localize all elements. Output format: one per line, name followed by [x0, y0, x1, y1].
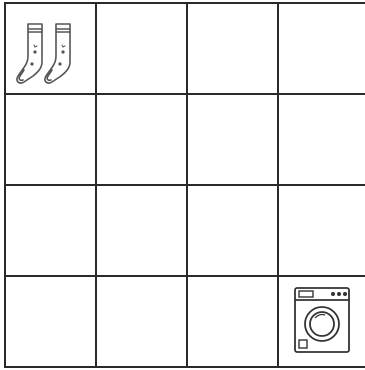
board-cell-r1-c4[interactable]	[279, 4, 365, 95]
board-cell-r1-c1[interactable]	[6, 4, 97, 95]
board-cell-r3-c1[interactable]	[6, 186, 97, 277]
board-cell-r4-c1[interactable]	[6, 277, 97, 366]
game-board	[4, 2, 365, 368]
washing-machine-icon[interactable]	[293, 286, 351, 354]
board-cell-r2-c3[interactable]	[188, 95, 279, 186]
board-cell-r2-c1[interactable]	[6, 95, 97, 186]
board-cell-r3-c3[interactable]	[188, 186, 279, 277]
socks-icon[interactable]	[14, 20, 82, 86]
board-cell-r3-c4[interactable]	[279, 186, 365, 277]
board-cell-r4-c3[interactable]	[188, 277, 279, 366]
board-cell-r2-c4[interactable]	[279, 95, 365, 186]
board-cell-r1-c3[interactable]	[188, 4, 279, 95]
board-cell-r2-c2[interactable]	[97, 95, 188, 186]
board-cell-r4-c2[interactable]	[97, 277, 188, 366]
board-cell-r4-c4[interactable]	[279, 277, 365, 366]
board-cell-r1-c2[interactable]	[97, 4, 188, 95]
board-cell-r3-c2[interactable]	[97, 186, 188, 277]
